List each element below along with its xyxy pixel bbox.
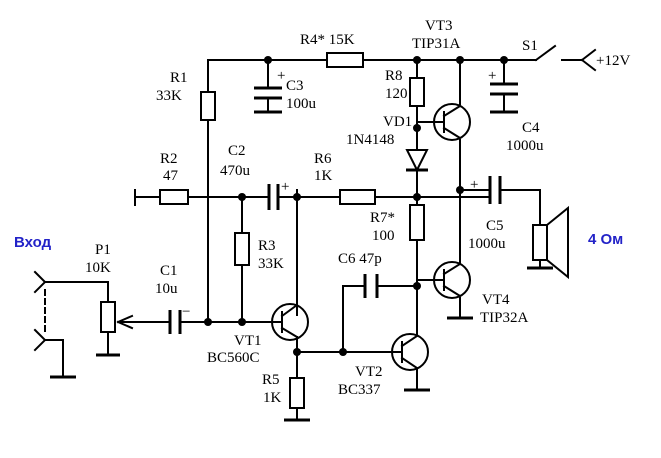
c2-name: C2 [228,143,246,159]
r6-name: R6 [314,151,332,167]
vt3-name: VT3 [425,18,453,34]
power-label: +12V [596,53,630,69]
r8-name: R8 [385,68,403,84]
r2-name: R2 [160,151,178,167]
c4-name: C4 [522,120,540,136]
r8-value: 120 [385,86,408,102]
transistor-vt3 [416,103,471,141]
transistor-vt4 [416,247,471,299]
r2-value: 47 [163,168,179,184]
c2-plus: + [281,179,289,195]
c3-plus: + [277,68,285,84]
component-labels: R1 33K R4* 15K C3 100u + R8 120 VT3 TIP3… [14,18,630,406]
speaker-impedance-label: 4 Ом [588,231,623,248]
r1-name: R1 [170,70,188,86]
c1-minus: − [182,304,190,320]
capacitor-c5 [488,176,502,204]
r7-value: 100 [372,228,395,244]
vt1-value: BC560C [207,350,260,366]
resistor-r7 [409,204,425,241]
vt4-value: TIP32A [480,310,529,326]
c3-name: C3 [286,78,304,94]
transistor-vt1 [271,299,309,341]
resistor-r3 [234,232,250,266]
capacitor-c2 [267,184,280,210]
resistor-r5 [289,377,305,409]
p1-name: P1 [95,242,111,258]
resistor-r8 [409,77,425,107]
resistor-r4 [326,52,364,68]
c5-value: 1000u [468,236,506,252]
switch-s1 [534,44,557,62]
r5-value: 1K [263,390,282,406]
c6-label: C6 47p [338,251,382,267]
c3-value: 100u [286,96,317,112]
ground-symbols [50,110,553,422]
capacitor-c1 [168,310,182,334]
vt1-name: VT1 [234,333,262,349]
s1-label: S1 [522,38,538,54]
p1-value: 10K [85,260,111,276]
resistor-r1 [200,91,216,121]
speaker-icon [532,205,569,280]
r5-name: R5 [262,372,280,388]
c5-plus: + [470,177,478,193]
c1-value: 10u [155,281,178,297]
c4-value: 1000u [506,138,544,154]
r6-value: 1K [314,168,333,184]
power-connector [580,48,597,72]
diode-vd1 [405,149,429,173]
vd1-value: 1N4148 [346,132,394,148]
vt3-value: TIP31A [412,36,461,52]
junctions [204,56,508,356]
resistor-r2 [159,189,189,205]
c1-name: C1 [160,263,178,279]
c5-name: C5 [486,218,504,234]
vt2-value: BC337 [338,382,381,398]
c4-plus: + [488,68,496,84]
resistor-r6 [339,189,376,205]
capacitor-c6 [363,274,379,298]
vt4-name: VT4 [482,292,510,308]
r3-name: R3 [258,238,276,254]
r7-name: R7* [370,210,395,226]
r3-value: 33K [258,256,284,272]
potentiometer-p1 [100,301,134,333]
vd1-name: VD1 [383,114,412,130]
transistor-vt2 [379,321,429,381]
input-jack [33,270,47,352]
r1-value: 33K [156,88,182,104]
vt2-name: VT2 [355,364,383,380]
r4-label: R4* 15K [300,32,355,48]
c2-value: 470u [220,163,251,179]
input-label: Вход [14,234,52,251]
